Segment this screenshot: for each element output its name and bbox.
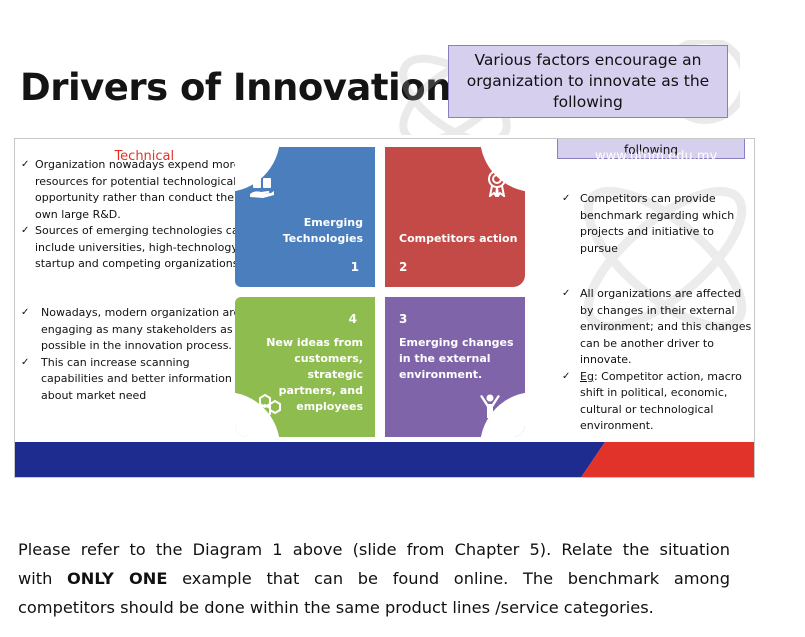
person-arms-up-icon xyxy=(480,394,500,418)
bullet-list-competitors: Competitors can provide benchmark regard… xyxy=(562,191,752,257)
tile-new-ideas: 4 New ideas from customers, strategic pa… xyxy=(235,297,375,437)
callout-fragment: following xyxy=(557,139,745,159)
question-text: Please refer to the Diagram 1 above (sli… xyxy=(18,535,730,622)
list-item: Sources of emerging technologies can inc… xyxy=(21,223,249,273)
tile-number: 2 xyxy=(399,260,408,274)
website-link: www.uthm.edu.my xyxy=(595,149,718,164)
hexagon-network-icon xyxy=(259,393,281,419)
tile-label: New ideas from customers, strategic part… xyxy=(266,336,363,413)
book-hand-icon xyxy=(250,178,274,198)
list-item: Eg: Competitor action, macro shift in po… xyxy=(562,369,752,435)
slide-footer xyxy=(15,442,754,477)
tile-label: Competitors action xyxy=(399,232,518,245)
list-item: Organization nowadays expend more resour… xyxy=(21,157,249,223)
award-ribbon-icon xyxy=(488,170,506,197)
question-line: Please refer to the Diagram 1 above (sli… xyxy=(18,540,730,559)
tile-number: 4 xyxy=(348,312,357,326)
slide-panel: following Organization nowadays expend m… xyxy=(14,138,755,478)
bullet-list-new-ideas: Nowadays, modern organization are engagi… xyxy=(21,305,249,404)
question-line: with ONLY ONE example that can be found … xyxy=(18,569,730,588)
tile-label: Emerging Technologies xyxy=(282,216,363,245)
tile-emerging-technologies: Emerging Technologies 1 xyxy=(235,147,375,287)
university-name: Premier Technical University xyxy=(60,149,244,164)
tile-number: 1 xyxy=(350,260,359,274)
bullet-list-emerging-tech: Organization nowadays expend more resour… xyxy=(21,157,249,273)
question-line: competitors should be done within the sa… xyxy=(18,598,654,617)
intro-callout: Various factors encourage an organizatio… xyxy=(448,45,728,118)
bullet-list-environment: All organizations are affected by change… xyxy=(562,286,752,435)
list-item: Nowadays, modern organization are engagi… xyxy=(21,305,249,355)
tile-competitors-action: Competitors action 2 xyxy=(385,147,525,287)
list-item: All organizations are affected by change… xyxy=(562,286,752,369)
tile-label: Emerging changes in the external environ… xyxy=(399,336,514,381)
tile-number: 3 xyxy=(399,312,408,326)
page-title: Drivers of Innovation xyxy=(20,66,452,109)
list-item: This can increase scanning capabilities … xyxy=(21,355,249,405)
tile-external-changes: 3 Emerging changes in the external envir… xyxy=(385,297,525,437)
driver-tiles-grid: Emerging Technologies 1 Competitors acti… xyxy=(235,147,535,439)
list-item: Competitors can provide benchmark regard… xyxy=(562,191,752,257)
emphasis-text: ONLY ONE xyxy=(67,569,168,588)
